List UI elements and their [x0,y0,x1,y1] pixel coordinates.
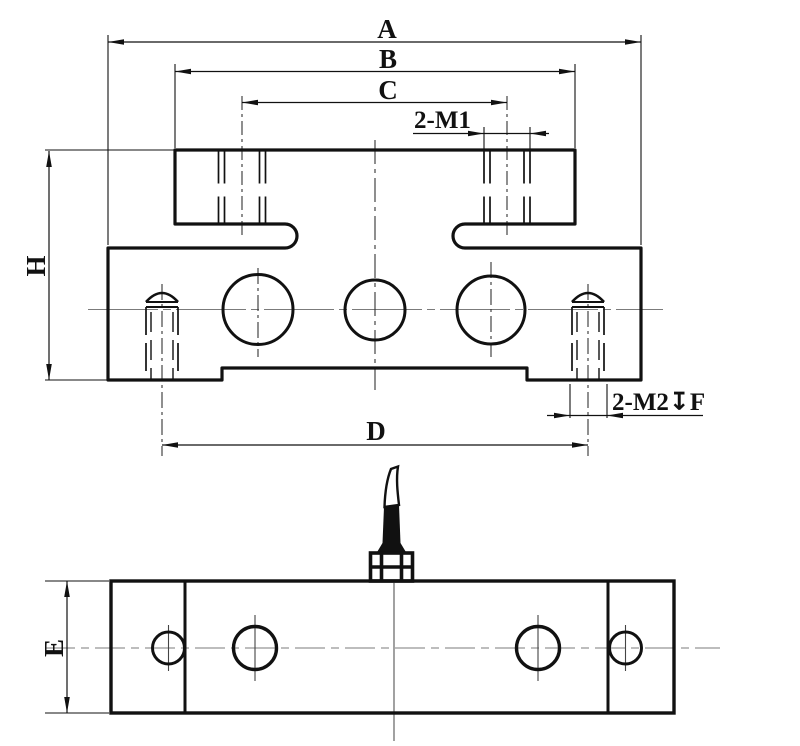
cable-gland [368,464,415,583]
dim-label-c: C [378,75,398,105]
cable-icon [383,464,401,509]
center-through-hole [343,278,407,342]
side-body [109,579,676,715]
connector-block [368,551,415,583]
through-holes [221,273,527,346]
front-view: A B C 2-M1 D H 2-M2↧F [21,14,705,456]
dim-label-e: E [39,639,69,657]
dimension-lines [45,35,703,448]
right-small-hole [608,630,643,666]
dim-e [45,580,109,714]
front-body-outline [106,148,643,382]
thread-callout-m1: 2-M1 [414,107,471,134]
dim-label-h: H [21,255,51,276]
m1-hole-right [483,151,531,224]
cable-stem [382,505,401,543]
right-large-hole [514,624,562,672]
right-through-hole [455,274,527,346]
left-small-hole [151,630,186,666]
left-large-hole [231,624,279,672]
dim-label-d: D [366,416,386,446]
thread-callout-m2: 2-M2↧F [612,389,705,416]
dim-label-b: B [379,44,397,74]
dim-label-a: A [377,14,397,44]
side-body-outline [109,579,676,715]
m2-hole-right [571,284,605,456]
m2-tapped-holes [145,284,605,456]
gland-flare [376,543,407,553]
m1-tapped-holes [217,151,531,224]
front-view-axis-lines [241,96,508,390]
m2-hole-left [145,284,179,456]
m1-hole-left [217,151,267,224]
left-through-hole [221,273,295,346]
side-view: E [39,464,720,741]
